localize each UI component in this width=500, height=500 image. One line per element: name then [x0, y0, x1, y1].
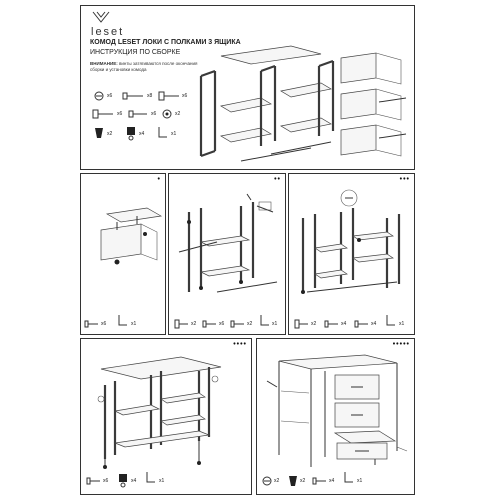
bolt-icon — [92, 109, 113, 119]
screw-icon — [312, 477, 326, 485]
cam-lock-icon — [262, 476, 272, 486]
part-qty: x4 — [131, 478, 137, 484]
part-qty: x1 — [131, 321, 137, 327]
screw-icon — [230, 320, 244, 328]
step-4-panel: •••• x6 x4 x1 — [80, 338, 252, 495]
step-2-dots: •• — [274, 176, 281, 183]
part-qty: x2 — [107, 131, 113, 137]
part-qty: x8 — [147, 93, 153, 99]
step-2-panel: •• x2 x6 x2 x1 — [168, 173, 286, 335]
screw-icon — [202, 320, 216, 328]
dowel-icon — [119, 474, 127, 488]
allen-key-icon — [344, 472, 353, 483]
brand-name: leset — [91, 26, 125, 38]
part-qty: x6 — [151, 111, 157, 117]
screw-icon — [122, 92, 143, 100]
dowel-icon — [162, 109, 172, 119]
part-qty: x1 — [159, 478, 165, 484]
screw-icon — [324, 320, 338, 328]
cam-lock-icon — [289, 476, 297, 486]
part-qty: x2 — [247, 321, 253, 327]
warning-label: ВНИМАНИЕ: — [90, 61, 118, 66]
screw-icon — [86, 477, 100, 485]
step-3-illustration — [301, 189, 401, 294]
part-qty: x6 — [117, 111, 123, 117]
part-qty: x6 — [101, 321, 107, 327]
part-qty: x1 — [357, 478, 363, 484]
part-qty: x2 — [300, 478, 306, 484]
bolt-icon — [294, 319, 308, 329]
part-qty: x4 — [329, 478, 335, 484]
allen-key-icon — [386, 315, 395, 326]
part-qty: x1 — [171, 131, 177, 137]
leset-logo-icon — [92, 11, 110, 23]
part-qty: x2 — [274, 478, 280, 484]
part-qty: x4 — [139, 131, 145, 137]
part-qty: x2 — [191, 321, 197, 327]
header-panel: leset КОМОД LESET ЛОКИ С ПОЛКАМИ 3 ЯЩИКА… — [80, 5, 415, 170]
cam-lock-icon — [94, 91, 104, 101]
allen-key-icon — [118, 315, 127, 326]
warning-note: ВНИМАНИЕ: винты затягиваются после оконч… — [90, 61, 200, 72]
part-qty: x4 — [371, 321, 377, 327]
part-qty: x2 — [311, 321, 317, 327]
part-qty: x6 — [219, 321, 225, 327]
bolt-icon — [158, 91, 179, 101]
step-4-dots: •••• — [233, 341, 247, 348]
page-title: КОМОД LESET ЛОКИ С ПОЛКАМИ 3 ЯЩИКА — [90, 39, 241, 46]
allen-key-icon — [146, 472, 155, 483]
cam-lock-icon — [95, 128, 103, 138]
bolt-icon — [174, 319, 188, 329]
part-qty: x2 — [175, 111, 181, 117]
allen-key-icon — [260, 315, 269, 326]
step-1-dots: • — [157, 176, 161, 183]
step-5-panel: ••••• x2 x2 x4 x1 — [256, 338, 415, 495]
step-2-illustration — [178, 193, 278, 293]
allen-key-icon — [158, 127, 167, 138]
screw-icon — [354, 320, 368, 328]
step-4-illustration — [97, 356, 222, 469]
step-3-dots: ••• — [399, 176, 410, 183]
part-qty: x6 — [107, 93, 113, 99]
part-qty: x6 — [182, 93, 188, 99]
step-1-illustration — [100, 207, 163, 265]
exploded-view-illustration — [199, 45, 407, 162]
step-5-illustration — [266, 354, 408, 467]
step-3-panel: ••• x2 x4 x4 x1 — [288, 173, 415, 335]
part-qty: x1 — [399, 321, 405, 327]
page-subtitle: ИНСТРУКЦИЯ ПО СБОРКЕ — [90, 49, 181, 56]
part-qty: x4 — [341, 321, 347, 327]
part-qty: x6 — [103, 478, 109, 484]
part-qty: x1 — [272, 321, 278, 327]
step-1-panel: • x6 x1 — [80, 173, 166, 335]
warning-text: винты затягиваются после окончания сборк… — [90, 61, 198, 72]
step-5-dots: ••••• — [392, 341, 410, 348]
screw-icon — [84, 320, 98, 328]
dowel-icon — [127, 127, 135, 141]
screw-icon — [128, 110, 147, 118]
